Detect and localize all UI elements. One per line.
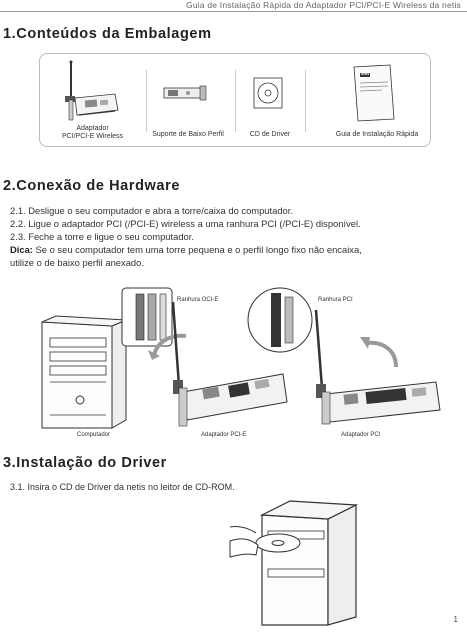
divider	[235, 70, 236, 132]
pcie-adapter-illustration	[171, 301, 288, 427]
computer-tower-illustration	[41, 315, 127, 429]
page-header: Guia de Instalação Rápida do Adaptador P…	[0, 0, 467, 14]
cd-label: CD de Driver	[249, 131, 291, 138]
pcie-slot-zoom	[121, 287, 173, 347]
pci-slot-zoom	[247, 287, 313, 353]
hardware-step-3: 2.3. Feche a torre e ligue o seu computa…	[10, 231, 194, 242]
section-title-packaging: 1.Conteúdos da Embalagem	[3, 26, 212, 42]
divider	[146, 70, 147, 132]
arrow-icon	[148, 333, 187, 360]
header-rule	[0, 11, 467, 12]
low-profile-bracket-illustration	[163, 85, 207, 101]
tip-text: Se o seu computador tem uma torre pequen…	[32, 244, 362, 255]
hardware-tip-line-1: Dica: Se o seu computador tem uma torre …	[10, 244, 362, 256]
adapter-label: Adaptador PCI/PCI-E Wireless	[61, 125, 124, 140]
pci-slot-label: Ranhura PCI	[318, 297, 353, 303]
divider	[305, 70, 306, 132]
driver-cd-illustration	[253, 77, 283, 109]
computer-label: Computador	[77, 432, 111, 438]
driver-step-1: 3.1. Insira o CD de Driver da netis no l…	[10, 482, 235, 492]
pcie-adapter-label: Adaptador PCI-E	[201, 432, 247, 438]
packaging-contents-box	[39, 53, 431, 147]
hardware-step-1: 2.1. Desligue o seu computador e abra a …	[10, 205, 293, 216]
header-title: Guia de Instalação Rápida do Adaptador P…	[182, 0, 461, 10]
page-number: 1	[453, 615, 458, 624]
guide-brand-logo: netis	[361, 72, 370, 76]
arrow-icon	[360, 337, 398, 368]
hardware-tip-line-2: utilize o de baixo perfil anexado.	[10, 257, 144, 268]
pcie-slot-label: Ranhura OCI-E	[177, 297, 219, 303]
guide-label: Guia de Instalação Rápida	[335, 131, 419, 138]
section-title-hardware: 2.Conexão de Hardware	[3, 178, 180, 194]
pci-adapter-illustration	[314, 309, 441, 425]
pci-adapter-label: Adaptador PCI	[341, 432, 381, 438]
section-title-driver: 3.Instalação do Driver	[3, 455, 167, 471]
cd-rom-insertion-illustration	[229, 500, 359, 626]
bracket-label: Suporte de Baixo Perfil	[152, 131, 224, 138]
hardware-step-2: 2.2. Ligue o adaptador PCI (/PCI-E) wire…	[10, 218, 361, 229]
wireless-adapter-illustration	[65, 60, 119, 121]
quick-guide-illustration	[353, 64, 395, 122]
tip-label: Dica:	[10, 244, 33, 255]
